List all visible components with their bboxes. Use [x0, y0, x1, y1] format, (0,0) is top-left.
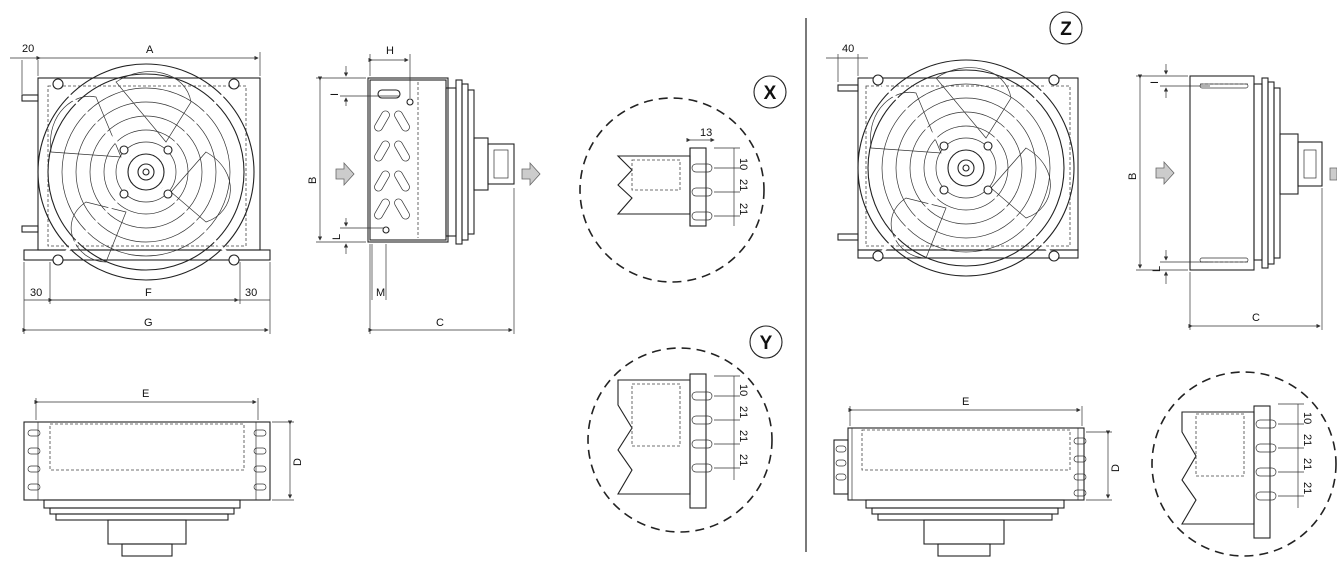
dimension-b-left: B — [307, 76, 366, 243]
label-d-right: D — [1110, 464, 1122, 472]
label-30-left: 30 — [30, 287, 42, 299]
dimension-e-right: E — [848, 396, 1083, 426]
dimension-d-right: D — [1086, 430, 1122, 501]
label-z-21a: 21 — [1301, 434, 1313, 446]
dimension-b-right: B — [1127, 74, 1188, 271]
front-view-left — [21, 62, 271, 282]
dimension-i-l-right: I L — [1149, 64, 1210, 284]
label-x-10: 10 — [737, 158, 749, 170]
label-30-right: 30 — [245, 287, 257, 299]
dimension-e-left: E — [34, 388, 259, 420]
label-g: G — [144, 317, 153, 329]
label-y-21c: 21 — [737, 454, 749, 466]
dimension-c-right: C — [1188, 188, 1323, 330]
label-x-21b: 21 — [737, 203, 749, 215]
badge-y: Y — [760, 333, 773, 354]
label-z-21c: 21 — [1301, 482, 1313, 494]
badge-z: Z — [1060, 19, 1072, 40]
label-e-left: E — [142, 388, 149, 400]
top-view-right — [833, 427, 1087, 557]
detail-z: 10 21 21 21 — [1151, 371, 1337, 557]
label-x-21a: 21 — [737, 179, 749, 191]
dimension-40: 40 — [826, 43, 868, 82]
side-view-left — [335, 77, 541, 245]
label-z-21b: 21 — [1301, 458, 1313, 470]
front-view-right — [837, 58, 1079, 278]
badge-x: X — [764, 83, 777, 104]
label-b-right: B — [1127, 173, 1139, 180]
label-m: M — [376, 287, 385, 299]
label-y-21a: 21 — [737, 406, 749, 418]
label-h: H — [386, 45, 394, 57]
detail-y: 10 21 21 21 Y — [587, 325, 783, 533]
dimension-i-l-left: I L — [329, 66, 400, 254]
label-d-left: D — [292, 458, 304, 466]
dimension-f-g: 30 F 30 G — [22, 262, 271, 334]
label-b-left: B — [307, 177, 319, 184]
detail-x: 13 10 21 21 X — [579, 75, 787, 283]
label-y-10: 10 — [737, 384, 749, 396]
top-view-left — [23, 421, 271, 557]
dimension-m: M — [371, 244, 387, 300]
label-l-left: L — [331, 234, 343, 240]
dimension-20: 20 — [10, 43, 38, 94]
label-20: 20 — [22, 43, 34, 55]
label-i-right: I — [1149, 81, 1161, 84]
label-c-right: C — [1252, 312, 1260, 324]
dimension-c-left: C — [368, 188, 515, 334]
label-z-10: 10 — [1301, 412, 1313, 424]
label-l-right: L — [1151, 266, 1163, 272]
dimension-d-left: D — [272, 420, 304, 501]
label-e-right: E — [962, 396, 969, 408]
label-13: 13 — [700, 127, 712, 139]
side-view-right — [1155, 75, 1337, 271]
label-c-left: C — [436, 317, 444, 329]
label-i-left: I — [329, 93, 341, 96]
label-f: F — [145, 287, 152, 299]
label-40: 40 — [842, 43, 854, 55]
dimension-h: H — [368, 45, 411, 98]
label-y-21b: 21 — [737, 430, 749, 442]
badge-z-group: Z — [1049, 11, 1083, 45]
dimension-a: A — [36, 44, 261, 76]
label-a: A — [146, 44, 154, 56]
